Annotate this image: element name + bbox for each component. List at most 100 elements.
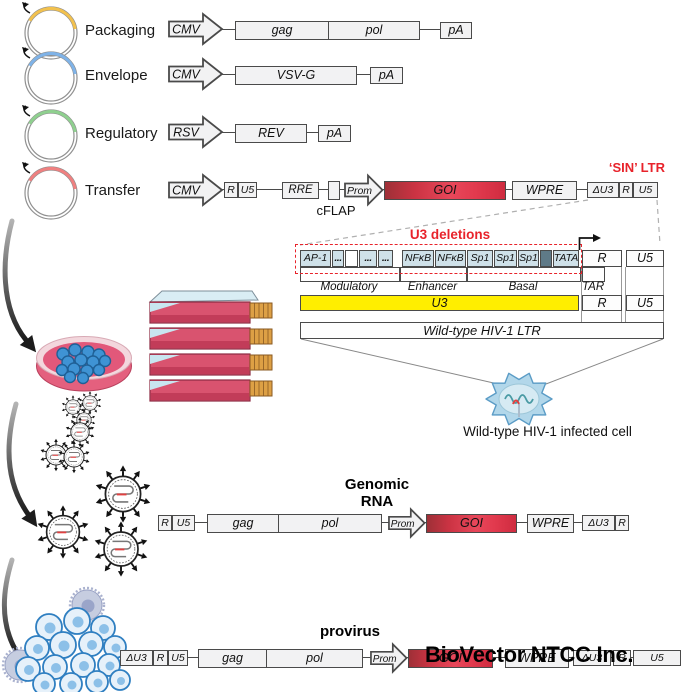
tar-label: TAR: [582, 281, 605, 293]
r2-box-transfer: R: [619, 182, 633, 198]
gag-box-provirus: gag: [222, 651, 243, 666]
plasmid-icon-transfer: [22, 162, 78, 220]
u5-box-ltr-top: U5: [626, 250, 664, 267]
pol-box: pol: [328, 22, 419, 39]
u5-box-provirus-left: U5: [168, 650, 188, 666]
vsvg-box: VSV-G: [235, 66, 357, 85]
plasmid-label-regulatory: Regulatory: [85, 125, 158, 142]
plasmid-label-packaging: Packaging: [85, 22, 156, 39]
zoom-connector-lines: [299, 199, 661, 246]
dish-cell-colony: [55, 343, 112, 385]
goi-box-transfer: GOI: [384, 181, 506, 200]
transcription-start-arrow-icon: [578, 234, 601, 250]
cflap-box: [328, 181, 340, 200]
r-box-ltr-top: R: [582, 250, 622, 267]
r-box-transfer: R: [224, 182, 238, 198]
ellipsis-box-3: ...: [378, 250, 393, 267]
ellipsis-box-2: ...: [359, 250, 377, 267]
r2-box-genomic: R: [615, 515, 629, 531]
infected-cell-caption: Wild-type HIV-1 infected cell: [463, 424, 632, 439]
svg-text:Prom: Prom: [391, 519, 415, 530]
u5-box-transfer: U5: [238, 182, 257, 198]
cmv-promoter-arrow-packaging: CMV: [168, 12, 224, 46]
sin-ltr-label: ‘SIN’ LTR: [608, 160, 665, 175]
nfkb-box-2: NFκB: [435, 250, 466, 267]
pol-box-genomic: pol: [278, 515, 381, 532]
tata-box: TATA: [553, 250, 579, 267]
goi-box-provirus: GOI: [408, 649, 493, 668]
svg-text:RSV: RSV: [173, 126, 200, 140]
r-box-ltr-mid: R: [582, 295, 622, 311]
u5b-box-provirus: U5: [633, 650, 681, 666]
workflow-arrow-1: [2, 218, 37, 353]
rsv-promoter-arrow: RSV: [168, 115, 224, 149]
svg-text:Prom: Prom: [347, 185, 372, 197]
plasmid-label-envelope: Envelope: [85, 67, 148, 84]
u3-deletions-title: U3 deletions: [409, 227, 491, 242]
watermark-text: BioVector NTCC Inc.: [425, 642, 634, 667]
pa-box-regulatory: pA: [318, 125, 351, 142]
rre-box: RRE: [282, 182, 319, 199]
workflow-arrow-2: [6, 401, 38, 528]
pa-box-packaging: pA: [440, 22, 472, 39]
enhancer-label: Enhancer: [407, 281, 458, 293]
svg-text:CMV: CMV: [172, 23, 201, 37]
delta-u3-box-provirus-right: ΔU3: [573, 650, 611, 666]
gag-pol-box-packaging: gag pol: [235, 21, 420, 40]
u5-box-genomic: U5: [172, 515, 195, 531]
plasmid-arc-yellow: [25, 7, 77, 59]
sp1-box-3: Sp1: [518, 250, 539, 267]
basal-label: Basal: [508, 281, 538, 293]
delta-u3-box-transfer: ΔU3: [587, 182, 619, 198]
basal-bracket: [467, 267, 581, 282]
enhancer-bracket: [400, 267, 467, 282]
infected-cell-illustration: [485, 372, 553, 426]
plasmid-label-transfer: Transfer: [85, 182, 141, 199]
plasmid-arc-blue: [25, 52, 77, 104]
wpre-box-transfer: WPRE: [512, 181, 577, 200]
wildtype-ltr-box: Wild-type HIV-1 LTR: [300, 322, 664, 339]
sp1-box-2: Sp1: [494, 250, 517, 267]
u5b-box-transfer: U5: [633, 182, 658, 198]
modulatory-label: Modulatory: [320, 281, 378, 293]
u5-box-ltr-mid: U5: [626, 295, 664, 311]
prom-arrow-provirus: Prom: [370, 642, 408, 674]
sp1-box-1: Sp1: [467, 250, 493, 267]
plasmid-icon-envelope: [22, 47, 78, 105]
pol-box-provirus: pol: [266, 650, 362, 667]
cmv-promoter-arrow-transfer: CMV: [168, 173, 224, 207]
gag-pol-box-genomic: gag pol: [207, 514, 382, 533]
ap1-box: AP-1: [300, 250, 331, 267]
pa-box-envelope: pA: [370, 67, 403, 84]
svg-text:CMV: CMV: [172, 68, 201, 82]
small-lentiviral-particles: [40, 391, 102, 473]
goi-box-genomic: GOI: [426, 514, 517, 533]
ltr-to-cell-lines: [300, 338, 664, 385]
r-box-provirus-left: R: [153, 650, 168, 666]
gag-pol-box-provirus: gag pol: [198, 649, 363, 668]
transduced-cell-cluster: [1, 586, 131, 692]
plasmid-arc-green: [25, 110, 77, 162]
prom-arrow-genomic: Prom: [388, 507, 426, 539]
plasmid-icon-packaging: [22, 2, 78, 60]
wpre-box-genomic: WPRE: [527, 514, 574, 533]
delta-u3-box-genomic: ΔU3: [582, 515, 615, 531]
u3-yellow-box: U3: [300, 295, 579, 311]
r2-box-provirus: R: [613, 650, 631, 666]
petri-dish: [36, 336, 132, 392]
nfkb-box-1: NFκB: [402, 250, 434, 267]
prom-arrow-transfer: Prom: [344, 173, 384, 207]
genomic-rna-title: Genomic RNA: [344, 476, 410, 510]
svg-text:Prom: Prom: [373, 654, 397, 665]
blank-box: [345, 250, 358, 267]
cflap-label: cFLAP: [316, 203, 356, 218]
r-box-genomic: R: [158, 515, 172, 531]
svg-text:CMV: CMV: [172, 184, 201, 198]
cmv-promoter-arrow-envelope: CMV: [168, 57, 224, 91]
rev-box: REV: [235, 124, 307, 143]
modulatory-bracket: [300, 267, 400, 282]
culture-flask-stack: [148, 290, 273, 402]
provirus-title: provirus: [319, 623, 380, 640]
